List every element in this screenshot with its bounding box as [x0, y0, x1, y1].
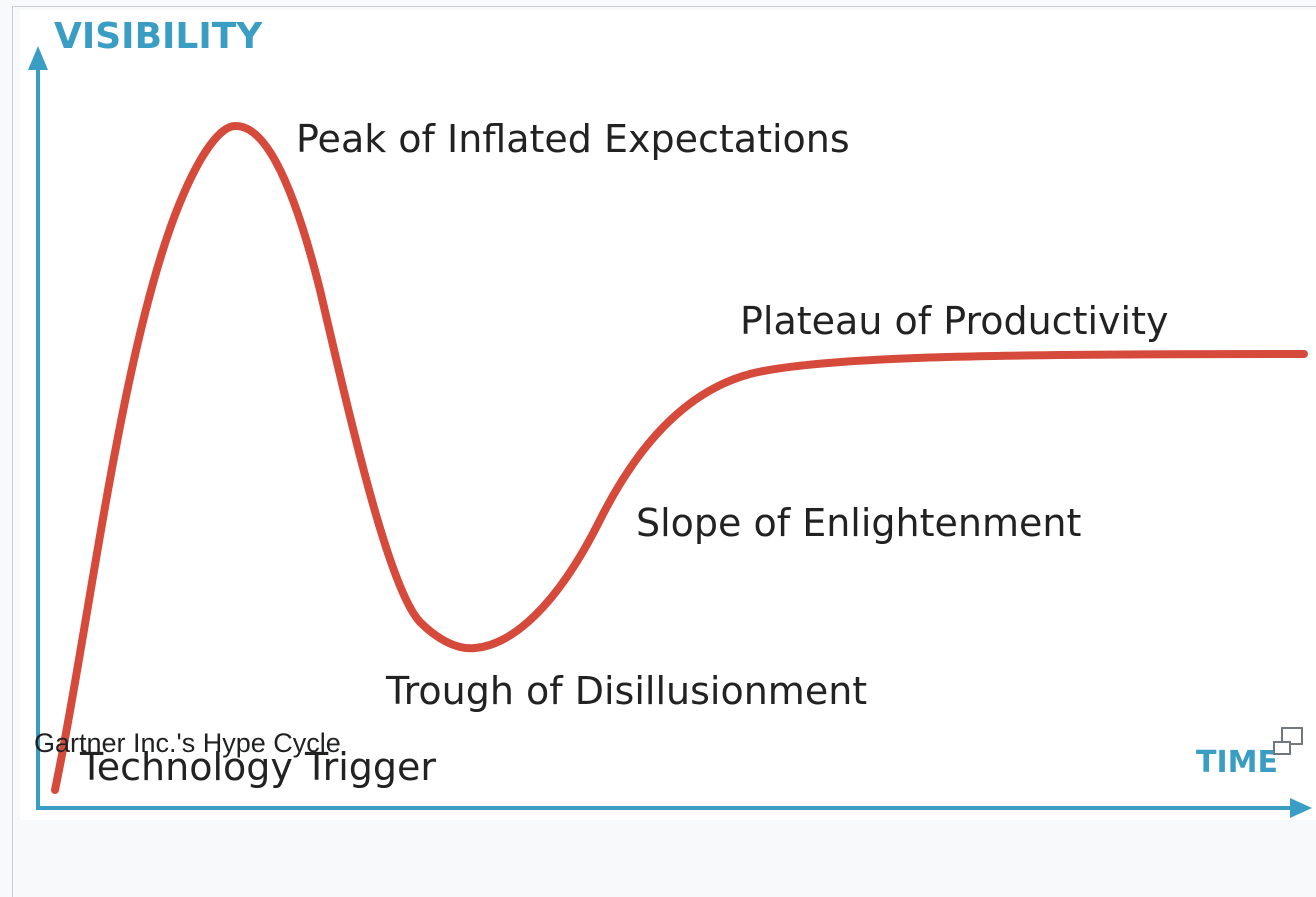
enlarge-icon[interactable]: [1268, 722, 1308, 762]
figure-image[interactable]: [20, 10, 1316, 820]
phase-label-plateau: Plateau of Productivity: [740, 299, 1168, 343]
hype-cycle-diagram: VISIBILITY TIME Technology Trigger Peak …: [28, 16, 1312, 818]
phase-label-trough: Trough of Disillusionment: [385, 669, 867, 713]
figure-caption: Gartner Inc.'s Hype Cycle: [34, 728, 341, 758]
y-axis-arrow-icon: [28, 46, 48, 70]
hype-curve: [51, 122, 1308, 794]
y-axis-label: VISIBILITY: [54, 16, 263, 57]
phase-label-technology-trigger: Technology Trigger: [79, 745, 436, 789]
x-axis-label: TIME: [1196, 745, 1278, 780]
x-axis-arrow-icon: [1290, 798, 1312, 818]
phase-label-slope: Slope of Enlightenment: [636, 501, 1081, 545]
phase-label-peak: Peak of Inflated Expectations: [296, 117, 850, 161]
